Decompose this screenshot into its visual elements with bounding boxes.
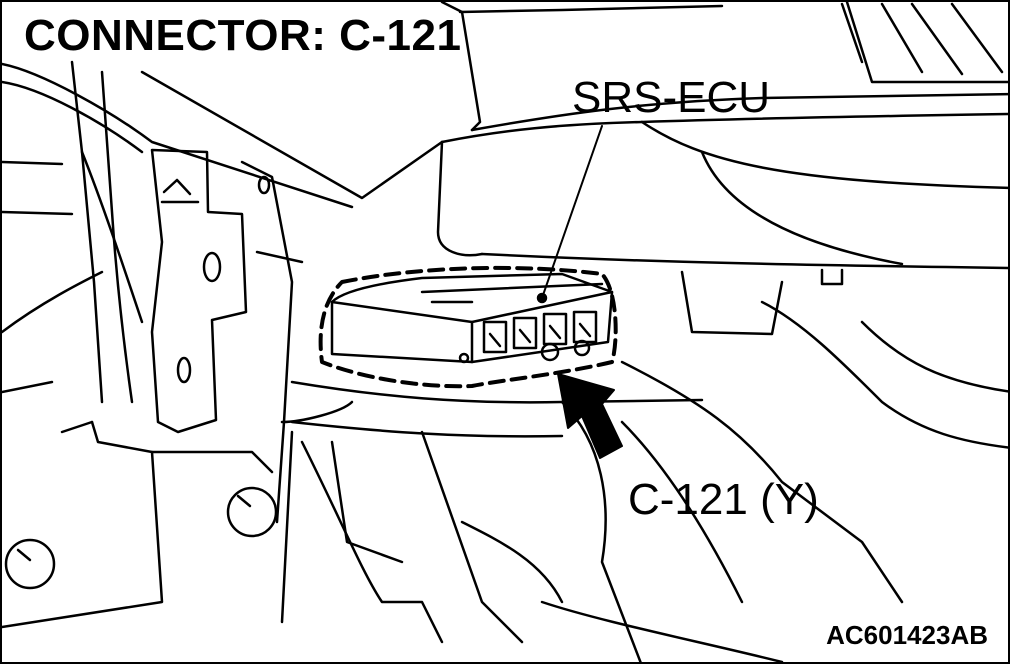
- srs-ecu-leader-line: [541, 125, 603, 299]
- srs-ecu-label: SRS-ECU: [572, 73, 771, 122]
- body-frame: [2, 60, 444, 629]
- lower-trim: [290, 270, 1008, 662]
- dashboard-panel: [436, 2, 1008, 286]
- connector-label: C-121 (Y): [628, 475, 819, 524]
- srs-ecu-module: [330, 272, 614, 364]
- diagram-title: CONNECTOR: C-121: [24, 11, 462, 60]
- connector-highlight-outline: [318, 265, 618, 389]
- connector-pointer-arrow: [557, 373, 623, 459]
- figure-id: AC601423AB: [826, 620, 988, 650]
